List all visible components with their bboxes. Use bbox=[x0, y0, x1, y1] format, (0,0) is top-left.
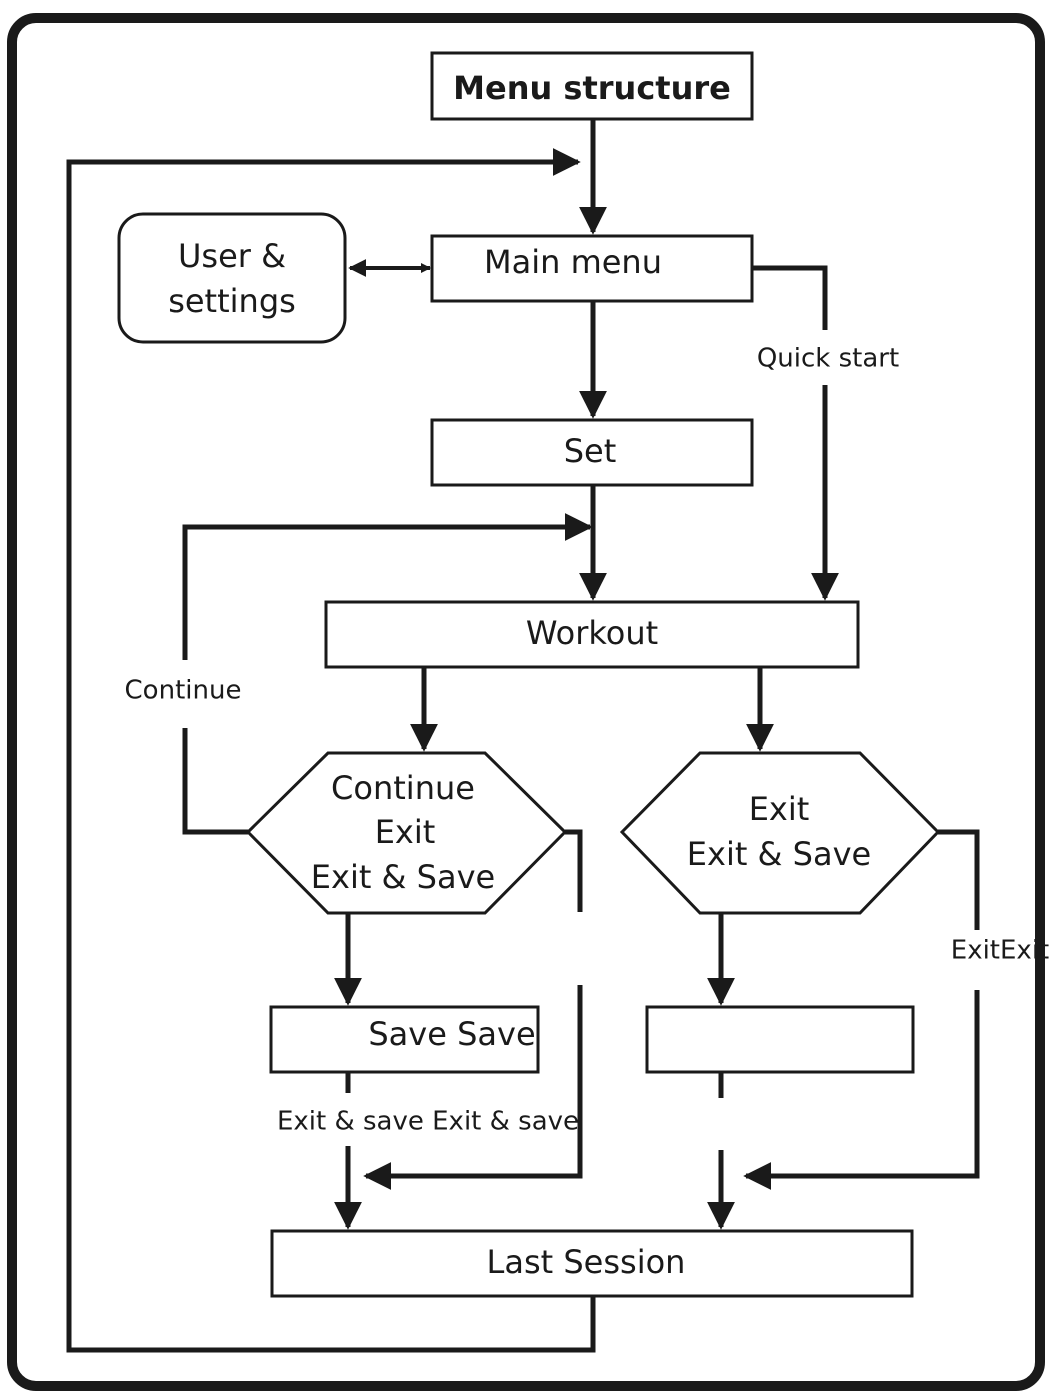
edge-continue-lower bbox=[182, 728, 248, 835]
edge-label-exit-save: Exit & save Exit & save bbox=[277, 1107, 579, 1137]
decision-right-option-exit: Exit bbox=[749, 790, 810, 828]
set-label: Set bbox=[564, 432, 617, 470]
last-session-label: Last Session bbox=[487, 1243, 686, 1281]
edge-decision-right-exit-upper bbox=[938, 829, 980, 930]
node-set: Set bbox=[430, 418, 754, 487]
edge-decision-left-exit-upper bbox=[565, 829, 583, 912]
node-main-menu: Main menu bbox=[430, 234, 754, 303]
edge-quick-start-upper bbox=[752, 265, 828, 330]
decision-left-option-exit: Exit bbox=[375, 813, 436, 851]
user-settings-label-line2: settings bbox=[168, 282, 296, 320]
edge-decision-left-exit-lower bbox=[363, 985, 583, 1190]
edge-decision-right-exit-lower bbox=[743, 990, 980, 1190]
decision-left-option-continue: Continue bbox=[331, 769, 475, 807]
node-decision-right: Exit Exit & Save bbox=[619, 751, 941, 915]
workout-label: Workout bbox=[526, 614, 658, 652]
main-menu-label: Main menu bbox=[484, 243, 662, 281]
title-label: Menu structure bbox=[453, 69, 731, 107]
node-right-box bbox=[645, 1005, 915, 1074]
decision-left-option-exit-save: Exit & Save bbox=[311, 858, 495, 896]
save-label: Save Save bbox=[368, 1015, 535, 1053]
edge-label-quick-start: Quick start bbox=[757, 344, 899, 374]
node-last-session: Last Session bbox=[270, 1229, 914, 1298]
edge-label-continue: Continue bbox=[125, 676, 242, 706]
decision-right-option-exit-save: Exit & Save bbox=[687, 835, 871, 873]
edge-label-exit-exit: ExitExit bbox=[951, 936, 1049, 966]
user-settings-label-line1: User & bbox=[178, 237, 286, 275]
node-user-settings: User & settings bbox=[117, 212, 347, 344]
node-save: Save Save bbox=[269, 1005, 540, 1074]
node-workout: Workout bbox=[324, 600, 860, 669]
node-decision-left: Continue Exit Exit & Save bbox=[245, 751, 568, 915]
edge-continue-upper bbox=[182, 513, 593, 660]
node-menu-structure: Menu structure bbox=[430, 51, 754, 121]
edge-last-session-loop bbox=[66, 148, 596, 1353]
outer-frame bbox=[7, 13, 1045, 1391]
